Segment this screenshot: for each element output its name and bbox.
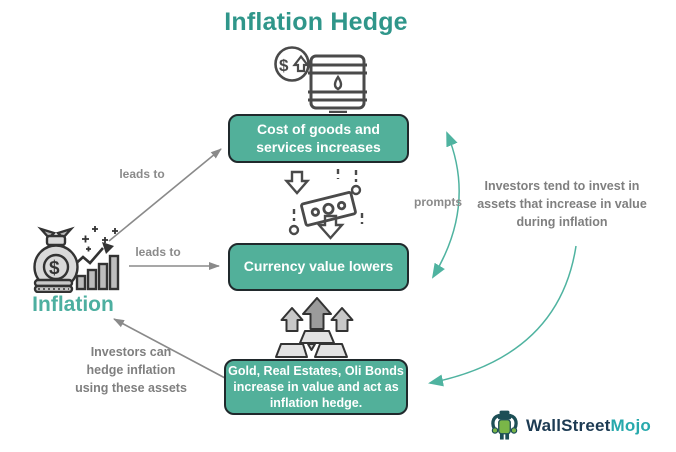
node-hedge-assets: Gold, Real Estates, Oli Bonds increase i…	[224, 359, 408, 415]
falling-currency-icon	[283, 169, 364, 240]
gold-bars-rising-icon	[275, 297, 354, 358]
inflation-label: Inflation	[32, 293, 114, 316]
investors-hedge-note: Investors can hedge inflation using thes…	[75, 345, 187, 396]
wallstreetmojo-logo-icon	[491, 410, 518, 440]
dollar-sign: $	[49, 258, 60, 279]
logo-wallstreet: WallStreet	[526, 415, 611, 435]
oil-barrel-price-up-icon: $	[274, 46, 367, 113]
leads-to-label-1: leads to	[119, 167, 165, 181]
dollar-sign: $	[279, 56, 289, 75]
inflation-money-bag-icon: $	[33, 226, 120, 293]
logo-wordmark: WallStreetMojo	[526, 416, 651, 436]
investors-invest-note: Investors tend to invest in assets that …	[477, 179, 647, 230]
page-title: Inflation Hedge	[224, 8, 408, 36]
leads-to-label-2: leads to	[135, 245, 181, 259]
node-currency-lowers: Currency value lowers	[228, 243, 409, 291]
leads-to-arrow-1	[108, 148, 222, 242]
wallstreetmojo-logo: WallStreetMojo	[488, 408, 651, 443]
invest-curved-arrow	[428, 245, 577, 387]
logo-mojo: Mojo	[610, 415, 651, 435]
prompts-label: prompts	[414, 195, 462, 209]
node-cost-of-goods: Cost of goods and services increases	[228, 114, 409, 163]
